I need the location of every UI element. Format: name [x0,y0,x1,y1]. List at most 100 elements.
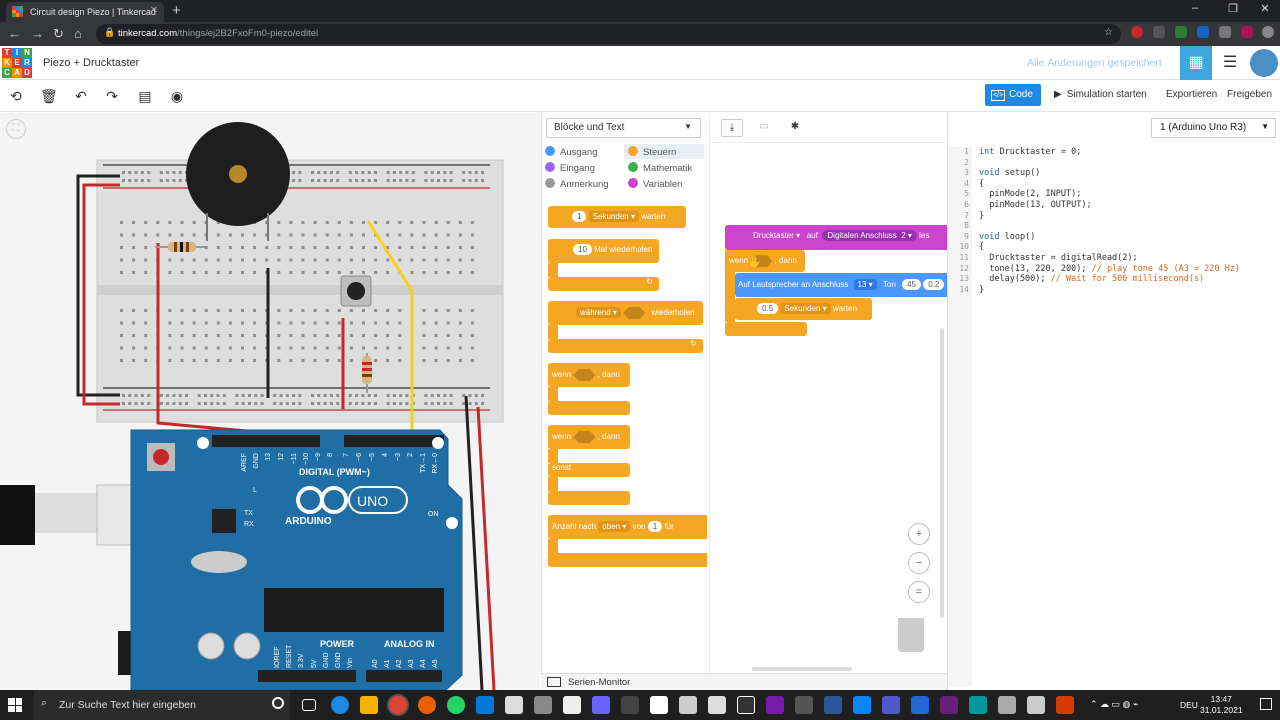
count-dir-dropdown[interactable]: oben ▾ [598,521,631,532]
new-tab-button[interactable]: + [172,2,181,19]
wait-block[interactable]: 1 Sekunden ▾ warten [548,206,686,228]
app-icon[interactable] [650,696,668,714]
wait-block[interactable]: 0.5 Sekunden ▾ warten [735,298,872,320]
extension-icon[interactable] [1131,26,1143,38]
maximize-button[interactable]: ❐ [1228,3,1238,15]
notes-icon[interactable]: ▤ [138,88,152,104]
start-simulation-button[interactable]: ▶Simulation starten [1048,84,1153,106]
category-mathematik[interactable]: Mathematik [628,162,692,174]
home-icon[interactable]: ⌂ [74,26,82,41]
tab-close-icon[interactable]: ✕ [149,5,158,16]
windows-start-icon[interactable] [8,698,22,712]
project-title[interactable]: Piezo + Drucktaster [43,57,140,69]
minimize-button[interactable]: – [1191,2,1199,14]
category-eingang[interactable]: Eingang [545,162,595,174]
tone-value[interactable]: 45 [902,279,921,290]
speaker-pin-dropdown[interactable]: 13 ▾ [853,279,877,290]
back-icon[interactable]: ← [8,26,21,41]
taskbar-clock[interactable]: 13:47 31.01.2021 [1200,694,1243,716]
app-icon[interactable] [795,696,813,714]
taskbar-search-input[interactable]: ⌕ Zur Suche Text hier eingeben [34,690,290,720]
block-category-select[interactable]: Blöcke und Text ▼ [546,118,701,138]
close-window-button[interactable]: ✕ [1260,3,1270,15]
zoom-out-icon[interactable]: − [908,552,930,574]
reload-icon[interactable]: ↻ [53,26,64,41]
forward-icon[interactable]: → [31,26,44,41]
tone-duration[interactable]: 0.2 [923,279,945,290]
app-icon[interactable] [853,696,871,714]
rotate-icon[interactable]: ⟲ [10,88,22,104]
app-icon[interactable] [1056,696,1074,714]
app-icon[interactable] [998,696,1016,714]
app-icon[interactable] [592,696,610,714]
chrome-icon[interactable] [389,696,407,714]
while-block[interactable]: während ▾ wiederholen [548,301,703,325]
task-view-icon[interactable] [302,699,316,711]
visual-studio-icon[interactable] [940,696,958,714]
while-dropdown[interactable]: während ▾ [576,307,621,319]
whatsapp-icon[interactable] [447,696,465,714]
circuit-workplane[interactable]: ⛶ [0,113,540,690]
wait-value[interactable]: 1 [572,211,587,222]
tinkercad-logo[interactable]: T I N K E R C A D [2,48,32,78]
wait-value[interactable]: 0.5 [757,303,779,314]
category-variablen[interactable]: Variablen [628,178,682,190]
puzzle-icon[interactable] [1219,26,1231,38]
file-explorer-icon[interactable] [360,696,378,714]
avatar[interactable] [1250,49,1278,77]
if-else-block[interactable]: wenn , dann [548,425,630,449]
app-icon[interactable] [534,696,552,714]
extension-icon[interactable] [1175,26,1187,38]
visibility-icon[interactable]: ◉ [170,88,184,104]
zoom-reset-icon[interactable]: = [908,581,930,603]
category-anmerkung[interactable]: Anmerkung [545,178,609,190]
cortana-icon[interactable] [272,697,284,709]
extension-icon[interactable] [1241,26,1253,38]
code-button[interactable]: </>Code [985,84,1041,106]
delete-icon[interactable]: 🗑 [40,88,58,104]
url-input[interactable]: 🔒 tinkercad.com/things/ej2B2FxoFm0-piezo… [96,24,1121,44]
system-tray-icons[interactable]: ⌃ ☁ ▭ ◍ ⌁ [1090,699,1139,709]
count-block[interactable]: Anzahl nach oben ▾ von 1 für [548,515,707,539]
app-icon[interactable] [1027,696,1045,714]
app-icon[interactable] [563,696,581,714]
digital-read-block[interactable]: Digitalen Anschluss 2 ▾ [822,230,917,241]
category-steuern[interactable]: Steuern [628,146,676,158]
extension-icon[interactable] [1197,26,1209,38]
undo-icon[interactable]: ↶ [75,88,87,104]
app-icon[interactable] [621,696,639,714]
edge-icon[interactable] [331,696,349,714]
teams-icon[interactable] [882,696,900,714]
app-icon[interactable] [708,696,726,714]
firefox-icon[interactable] [418,696,436,714]
board-select[interactable]: 1 (Arduino Uno R3) ▼ [1151,118,1276,138]
onenote-icon[interactable] [766,696,784,714]
notifications-icon[interactable] [1260,698,1272,710]
zoom-in-icon[interactable]: + [908,523,930,545]
fit-view-icon[interactable]: ⛶ [6,119,26,139]
browser-tab[interactable]: Circuit design Piezo | Tinkercad ✕ [6,2,164,22]
mail-icon[interactable] [476,696,494,714]
app-icon[interactable] [505,696,523,714]
arduino-ide-icon[interactable] [969,696,987,714]
app-icon[interactable] [679,696,697,714]
script-area[interactable]: ⤓ ▭ ✱ Drucktaster ▾ auf Digitalen Anschl… [709,113,947,673]
word-icon[interactable] [824,696,842,714]
vertical-scrollbar[interactable] [940,328,944,618]
if-block[interactable]: wenn , dann [725,250,805,272]
trash-icon[interactable] [898,618,924,652]
redo-icon[interactable]: ↷ [106,88,118,104]
wait-unit-dropdown[interactable]: Sekunden ▾ [588,211,639,222]
app-icon[interactable] [911,696,929,714]
input-language[interactable]: DEU [1180,700,1198,710]
download-icon[interactable]: ⤓ [721,119,743,137]
circuit-view-icon[interactable]: ▦ [1180,46,1212,80]
serial-monitor-bar[interactable]: Serien-Monitor [541,673,947,690]
code-editor[interactable]: int Drucktaster = 0; void setup(){ pinMo… [979,147,1240,295]
debug-bug-icon[interactable]: ✱ [790,121,800,132]
set-variable-block[interactable]: Drucktaster ▾ auf Digitalen Anschluss 2 … [725,225,947,250]
if-block[interactable]: wenn , dann [548,363,630,387]
profile-icon[interactable] [1262,26,1274,38]
horizontal-scrollbar[interactable] [752,667,852,671]
extension-icon[interactable] [1153,26,1165,38]
